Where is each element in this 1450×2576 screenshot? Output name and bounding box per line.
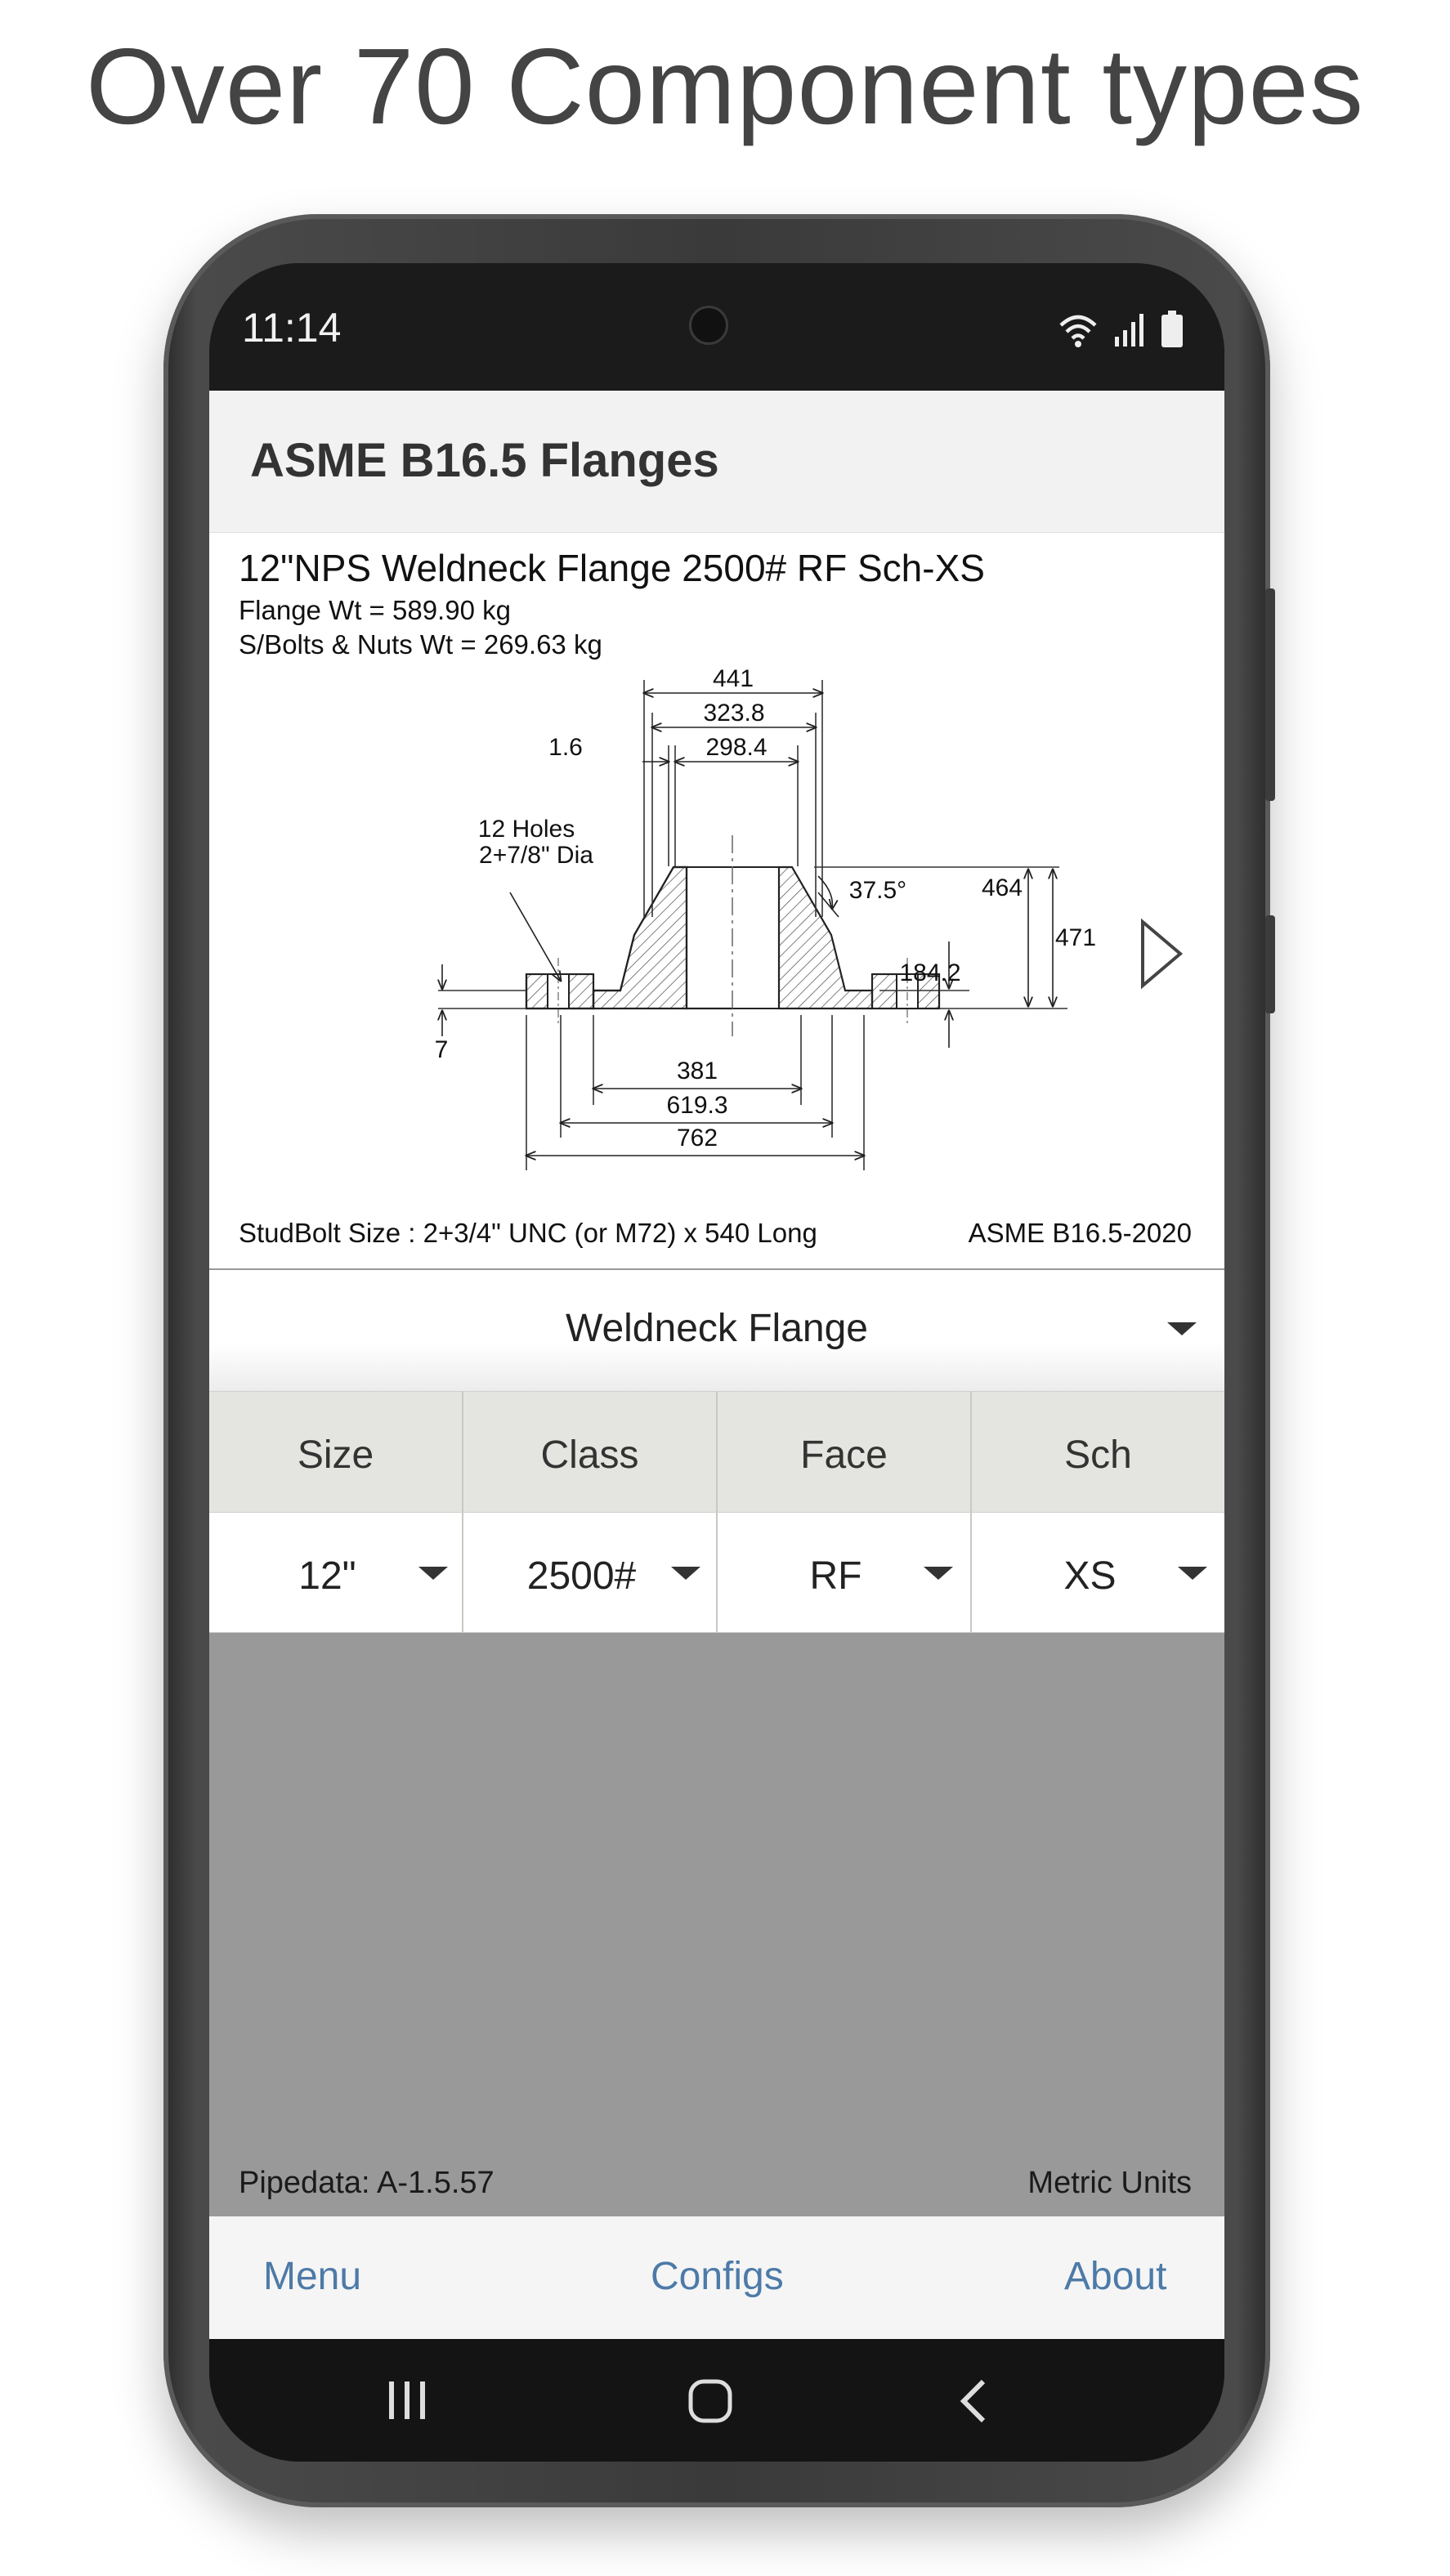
system-nav-bar <box>209 2339 1224 2462</box>
dim-619-3: 619.3 <box>666 1092 727 1119</box>
class-value: 2500# <box>526 1554 637 1598</box>
phone-side-button <box>1265 588 1275 801</box>
dim-464: 464 <box>982 874 1023 901</box>
face-dropdown[interactable]: RF <box>718 1512 972 1632</box>
holes-count: 12 Holes <box>478 816 575 843</box>
dropdown-arrow-icon <box>1178 1567 1207 1580</box>
phone-screen: 11:14 ASME B16.5 Flanges <box>209 263 1224 2462</box>
flange-section <box>525 835 941 1036</box>
status-bar: 11:14 <box>209 263 1224 391</box>
signal-icon <box>1115 314 1143 347</box>
front-camera <box>689 306 728 345</box>
dim-1-6: 1.6 <box>548 734 583 761</box>
version-label: Pipedata: A-1.5.57 <box>239 2166 495 2200</box>
about-link[interactable]: About <box>1064 2255 1167 2298</box>
holes-dia: 2+7/8" Dia <box>479 842 593 869</box>
next-arrow-icon[interactable] <box>1138 917 1187 991</box>
back-icon[interactable] <box>957 2378 990 2424</box>
drawing-title: 12"NPS Weldneck Flange 2500# RF Sch-XS <box>239 547 985 589</box>
flange-weight: Flange Wt = 589.90 kg <box>239 595 511 625</box>
dim-471: 471 <box>1055 924 1096 951</box>
dim-7: 7 <box>435 1036 449 1063</box>
header-size: Size <box>209 1391 463 1512</box>
flange-drawing: 441 323.8 298.4 1.6 464 471 184.2 7 381 … <box>435 665 1096 1170</box>
component-type-value: Weldneck Flange <box>566 1307 868 1350</box>
promo-headline: Over 70 Component types <box>86 26 1364 146</box>
dropdown-arrow-icon <box>1167 1322 1197 1335</box>
angle-label: 37.5° <box>849 877 906 904</box>
bolts-weight: S/Bolts & Nuts Wt = 269.63 kg <box>239 629 602 660</box>
face-value: RF <box>809 1554 862 1598</box>
bottom-nav: Menu Configs About <box>209 2216 1224 2339</box>
component-type-dropdown[interactable]: Weldneck Flange <box>209 1268 1224 1391</box>
dropdown-arrow-icon <box>418 1567 448 1580</box>
units-label: Metric Units <box>1027 2166 1192 2200</box>
dropdown-arrow-icon <box>924 1567 953 1580</box>
wifi-icon <box>1059 315 1097 347</box>
options-header-row: Size Class Face Sch <box>209 1391 1224 1512</box>
home-icon[interactable] <box>687 2378 733 2424</box>
flange-drawing-panel: 441 323.8 298.4 1.6 464 471 184.2 7 381 … <box>209 533 1224 1268</box>
dim-381: 381 <box>677 1058 718 1085</box>
content-area: Pipedata: A-1.5.57 Metric Units <box>209 1633 1224 2216</box>
options-grid: Size Class Face Sch 12" 2500# RF XS <box>209 1391 1224 1633</box>
size-value: 12" <box>298 1554 356 1598</box>
header-face: Face <box>718 1391 972 1512</box>
extension-lines <box>438 680 1067 1170</box>
app-bar: ASME B16.5 Flanges <box>209 391 1224 533</box>
dim-323-8: 323.8 <box>703 700 764 727</box>
studbolt-size: StudBolt Size : 2+3/4" UNC (or M72) x 54… <box>239 1218 817 1248</box>
status-icons <box>1058 309 1184 348</box>
battery-icon <box>1161 311 1183 347</box>
header-class: Class <box>463 1391 718 1512</box>
dim-298-4: 298.4 <box>705 734 767 761</box>
dim-184-2: 184.2 <box>899 959 960 986</box>
menu-link[interactable]: Menu <box>263 2255 362 2298</box>
standard-reference: ASME B16.5-2020 <box>968 1218 1192 1248</box>
sch-value: XS <box>1063 1554 1117 1598</box>
recents-icon[interactable] <box>383 2378 432 2422</box>
dimension-lines <box>442 693 1053 1156</box>
phone-side-button <box>1265 915 1275 1013</box>
configs-link[interactable]: Configs <box>651 2255 784 2298</box>
dim-762: 762 <box>677 1125 718 1152</box>
status-time: 11:14 <box>242 305 342 351</box>
options-value-row: 12" 2500# RF XS <box>209 1512 1224 1633</box>
size-dropdown[interactable]: 12" <box>209 1512 463 1632</box>
header-sch: Sch <box>972 1391 1224 1512</box>
sch-dropdown[interactable]: XS <box>972 1512 1224 1632</box>
dropdown-arrow-icon <box>671 1567 700 1580</box>
app-title: ASME B16.5 Flanges <box>250 434 719 487</box>
class-dropdown[interactable]: 2500# <box>463 1512 718 1632</box>
dim-441: 441 <box>713 665 754 692</box>
